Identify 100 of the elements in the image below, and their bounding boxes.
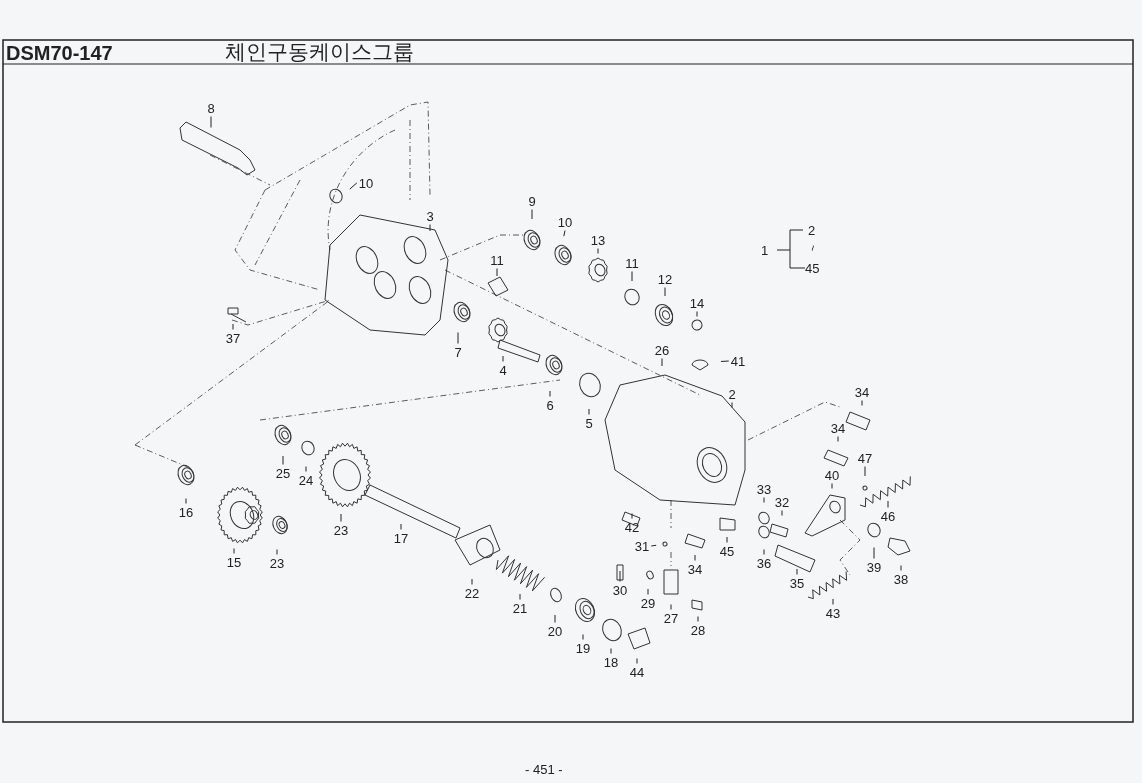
leader-line — [471, 578, 473, 585]
callout-number: 11 — [490, 252, 504, 268]
callout-number: 40 — [824, 467, 840, 483]
leader-line — [837, 436, 839, 442]
callout-number: 30 — [612, 582, 628, 598]
leader-line — [457, 332, 459, 344]
leader-line — [763, 549, 765, 555]
leader-line — [861, 400, 863, 406]
callout-number: 20 — [547, 623, 563, 639]
leader-line — [781, 510, 783, 516]
callout-number: 14 — [689, 295, 705, 311]
callout-number: 9 — [528, 193, 536, 209]
leader-line — [726, 536, 728, 543]
leader-line — [340, 513, 342, 522]
leader-line — [185, 498, 187, 504]
leader-line — [873, 547, 875, 559]
leader-line — [796, 568, 798, 575]
callout-number: 47 — [857, 450, 873, 466]
callout-number: 26 — [654, 342, 670, 358]
leader-line — [232, 323, 234, 330]
leader-line — [831, 483, 833, 489]
leader-line — [610, 648, 612, 654]
callout-number: 8 — [207, 100, 215, 116]
leader-line — [554, 614, 556, 623]
leader-line — [429, 224, 431, 232]
callout-number: 33 — [756, 481, 772, 497]
leader-line — [696, 311, 698, 317]
leader-line — [697, 616, 699, 622]
leader-line — [670, 604, 672, 610]
leader-line — [282, 455, 284, 465]
callout-number: 45 — [805, 261, 820, 276]
callout-number: 2 — [808, 223, 816, 238]
leader-line — [305, 466, 307, 472]
callout-number: 37 — [225, 330, 241, 346]
callout-number: 3 — [426, 208, 434, 224]
callout-number: 38 — [893, 571, 909, 587]
leader-line — [519, 593, 521, 600]
leader-line — [694, 554, 696, 561]
leader-line — [588, 408, 590, 415]
leader-line — [900, 565, 902, 571]
callout-number: 41 — [730, 353, 746, 369]
page-number: - 451 - — [525, 762, 563, 777]
callout-number: 4 — [499, 362, 507, 378]
leader-line — [832, 598, 834, 605]
callout-number: 28 — [690, 622, 706, 638]
leader-line — [349, 182, 358, 190]
callout-number: 36 — [756, 555, 772, 571]
callout-number: 1 — [761, 243, 769, 258]
callout-number: 10 — [358, 175, 374, 191]
leader-line — [647, 588, 649, 595]
callout-number: 23 — [333, 522, 349, 538]
callout-number: 12 — [657, 271, 673, 287]
callout-number: 27 — [663, 610, 679, 626]
leader-line — [631, 513, 633, 519]
callout-number: 45 — [719, 543, 735, 559]
callout-number: 10 — [557, 214, 573, 230]
leader-line — [563, 230, 566, 237]
callout-number: 11 — [625, 255, 639, 271]
leader-line — [210, 116, 212, 128]
leader-line — [731, 402, 733, 408]
title: 체인구동케이스그룹 — [225, 40, 414, 64]
callout-number: 32 — [774, 494, 790, 510]
leader-line — [496, 268, 498, 277]
callout-number: 19 — [575, 640, 591, 656]
callout-number: 35 — [789, 575, 805, 591]
callout-number: 25 — [275, 465, 291, 481]
callout-number: 46 — [880, 508, 896, 524]
leader-line — [502, 355, 504, 362]
leader-line — [650, 544, 657, 547]
figure-code: DSM70-147 — [6, 42, 113, 64]
callout-number: 22 — [464, 585, 480, 601]
leader-line — [531, 209, 533, 220]
callout-number: 34 — [854, 384, 870, 400]
callout-number: 42 — [624, 519, 640, 535]
leader-line — [664, 287, 666, 297]
leader-line — [597, 248, 599, 254]
leader-line — [864, 466, 866, 477]
callout-number: 34 — [830, 420, 846, 436]
callout-number: 18 — [603, 654, 619, 670]
callout-number: 23 — [269, 555, 285, 571]
leader-line — [720, 360, 730, 362]
leader-line — [619, 570, 621, 582]
leader-line — [233, 548, 235, 554]
callout-number: 15 — [226, 554, 242, 570]
callout-number: 24 — [298, 472, 314, 488]
callout-number: 29 — [640, 595, 656, 611]
range-mark: ~ — [806, 243, 820, 253]
leader-line — [400, 523, 402, 530]
callout-number: 43 — [825, 605, 841, 621]
callout-number: 2 — [728, 386, 736, 402]
callout-number: 17 — [393, 530, 409, 546]
leader-line — [763, 497, 765, 503]
callout-number: 6 — [546, 397, 554, 413]
leader-line — [582, 634, 584, 640]
leader-line — [276, 549, 278, 555]
callout-number: 13 — [590, 232, 606, 248]
callout-number: 39 — [866, 559, 882, 575]
callout-number: 21 — [512, 600, 528, 616]
callout-number: 16 — [178, 504, 194, 520]
callout-number: 31 — [634, 538, 650, 554]
